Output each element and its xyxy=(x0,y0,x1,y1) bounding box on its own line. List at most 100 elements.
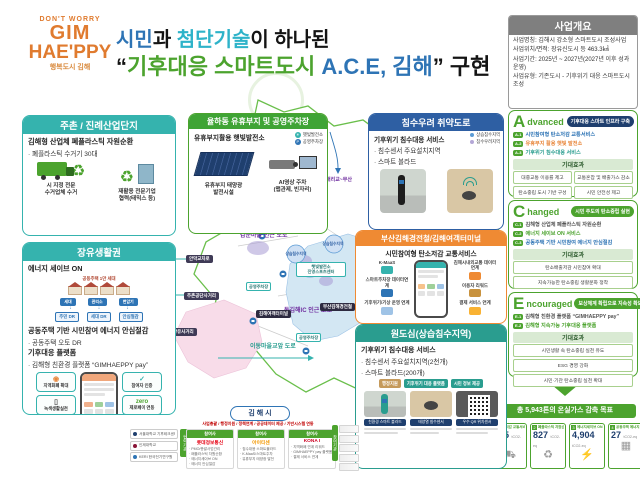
title-line2: “기후대응 스마트도시 A.C.E, 김해” 구현 xyxy=(116,54,491,79)
partner-logo-placeholder xyxy=(339,425,359,433)
flow-admin-badge: 행정지원 xyxy=(379,379,401,388)
zeropay-logo: zero xyxy=(135,399,149,405)
flow-platform-badge: 기후위기 대응 플랫폼 xyxy=(403,379,448,388)
map-road-label: 동김해IC 인근 도로 xyxy=(284,308,332,314)
partner-logo: 인제대학교 xyxy=(130,440,178,451)
flood-sensor-photo xyxy=(446,169,493,213)
overview-item: 사업명칭: 김해시 강소형 스마트도시 조성사업 xyxy=(513,37,627,44)
flood-legend: 상습침수지역 침수우려지역 xyxy=(470,131,500,145)
card-a-badge: 기후대응 스마트 인프라 구축 xyxy=(566,116,634,127)
vehicle-markers xyxy=(249,232,310,355)
overview-item: 사업기간: 2025년 ~ 2027년(2027년 이후 성과운영) xyxy=(513,56,630,71)
qr-code-icon xyxy=(468,395,490,417)
section-old-town: 원도심(상습침수지역) 기후위기 침수대응 서비스 · 침수센서 주요설치지역(… xyxy=(355,324,507,469)
building-icon: ▦ xyxy=(620,440,632,452)
effect-cell: 탄소배출저감 시민참여 확대 xyxy=(513,261,633,274)
kmaas-app-phone xyxy=(414,260,448,318)
effect-cell: 대중교통 이용률 제고 xyxy=(513,171,572,184)
partner-logo-placeholder xyxy=(339,453,359,462)
map-flood-spot: 상습침수지역 xyxy=(322,242,344,246)
effect-cell: 지속가능한 탄소중립 생활문화 정착 xyxy=(513,276,633,289)
section-flood-road: 침수우려 취약도로 기후위기 침수대응 서비스 상습침수지역 침수우려지역 · … xyxy=(368,113,504,230)
section-title: 부산김해경전철/김해여객터미널 xyxy=(356,231,506,246)
flow-citizen-badge: 시민 정보 제공 xyxy=(450,379,483,388)
org-columns: 참여사 롯데정보통신 · PMO/총괄사업관리· 폐플라스틱 자원순환· 에너지… xyxy=(186,429,336,470)
down-arrow-icon xyxy=(552,385,578,396)
parking-legend-icon: P xyxy=(294,139,301,145)
eco-bollard-photo xyxy=(364,391,406,417)
map-junction-badge: 장유사거리 xyxy=(170,328,197,336)
effect-cell: ESG 경영 강화 xyxy=(513,359,633,372)
green-life-tile: ▯녹색생활실천 xyxy=(36,395,76,414)
section-title: 원도심(상습침수지역) xyxy=(356,325,506,342)
partner-logos: 서울대학교 기후테크센터 인제대학교 KERI 한국전기연구원 xyxy=(130,429,178,462)
map-junction-badge: 안막교차로 xyxy=(186,255,213,263)
recycle-icon: ♻ xyxy=(119,169,134,186)
map-road-label: 이동마을교앞 도로 xyxy=(250,344,296,350)
letter-C: C xyxy=(513,202,526,221)
section-lrt-terminal: 부산김해경전철/김해여객터미널 시민참여형 탄소저감 교통서비스 K-MaaS … xyxy=(355,230,507,324)
card-c-badge: 시민 주도의 탄소중립 실현 xyxy=(571,206,634,217)
check-icon: ✓ xyxy=(139,375,145,383)
logo-name-line1: GIM xyxy=(49,22,91,44)
solar-flood-sensor-photo xyxy=(410,391,452,417)
card-e-badge: 보상체계 확립으로 지속성 확보 xyxy=(574,298,640,309)
down-arrow-icon: ↓ xyxy=(69,305,72,311)
expected-effects-title: 기대효과 xyxy=(513,249,633,260)
member-auth-tile: ✓참여자 인증 xyxy=(122,372,162,392)
section-title: 침수우려 취약도로 xyxy=(369,114,503,131)
solar-panel-icon xyxy=(193,152,254,176)
energy-icon: ⚡ xyxy=(580,449,594,461)
collection-truck-icon xyxy=(36,162,74,180)
org-company-2: 참여사 아이티센 · 침수대응 스마트볼라드· K-MaaS/스마트주차· 유휴… xyxy=(237,429,285,470)
effect-cell: 교통혼잡 및 배출가스 감소 xyxy=(574,171,633,184)
photo-descriptions xyxy=(356,428,506,435)
letter-A: A xyxy=(513,112,526,131)
section-jangyu-living: 장유생활권 에너지 세이브 ON 공동주택 1만 세대 세대 관리소 변압기 ↓… xyxy=(22,242,176,415)
down-arrow-icon: ↓ xyxy=(126,305,129,311)
monitor-icon xyxy=(298,156,317,169)
city-role-text: 사업총괄 / 행정지원 / 정책연계 / 공공데이터 제공 / 기반시스템 연동 xyxy=(202,421,314,426)
org-company-3: 참여사 KONA I · 지역화폐 연계 리워드· GIMHAEPPY pay … xyxy=(288,429,336,470)
ghg-goal-banner: 총 5,943톤의 온실가스 감축 목표 xyxy=(494,404,636,418)
map-road-label: 매리교~무산 xyxy=(326,177,352,183)
trash-icon: ▯ xyxy=(54,398,58,406)
map-parking-spot: 공영주차장 xyxy=(246,282,272,292)
effect-cell: 시민·기관 탄소중립 실천 확대 xyxy=(513,374,633,387)
overview-title: 사업개요 xyxy=(509,16,637,35)
effect-cell: 탄소중립 도시 기반 구성 xyxy=(513,186,572,199)
org-company-1: 참여사 롯데정보통신 · PMO/총괄사업관리· 폐플라스틱 자원순환· 에너지… xyxy=(186,429,234,470)
map-lrt-badge: 부산김해경전철 xyxy=(320,303,355,311)
weather-icon xyxy=(381,306,393,315)
apartment-icons xyxy=(23,282,175,295)
map-parking-spot: 공영주차장 xyxy=(296,333,322,343)
advisors-tab: 참여기관 xyxy=(332,425,338,461)
section-title: 율하동 유휴부지 및 공영주차장 xyxy=(189,114,327,129)
partner-logo-placeholder xyxy=(339,444,359,452)
overview-item: 사업위치/면적: 장유신도시 등 463.3㎢ xyxy=(513,47,609,54)
reward-icon xyxy=(469,289,481,298)
section-title: 주촌 / 진례산업단지 xyxy=(23,116,175,134)
section-juchon-industrial: 주촌 / 진례산업단지 김해형 산업체 폐플라스틱 자원순환 · 폐플라스틱 수… xyxy=(22,115,176,236)
partners-tab: 협력기관 xyxy=(180,429,188,457)
smart-bollard-photo xyxy=(379,169,426,213)
map-road-label: 감분마을 인근 도로 xyxy=(240,233,288,239)
expected-effects-title: 기대효과 xyxy=(513,332,633,343)
logo-name-line2: HAE'PPY xyxy=(28,42,112,63)
down-arrow-icon: ↓ xyxy=(97,305,101,311)
recycle-icon: ♻ xyxy=(71,163,86,180)
bus-icon xyxy=(469,271,481,280)
flood-habitual-dot xyxy=(470,133,475,137)
map-flood-spot: 상습침수지역 xyxy=(285,252,307,256)
advisor-logos xyxy=(339,425,359,471)
